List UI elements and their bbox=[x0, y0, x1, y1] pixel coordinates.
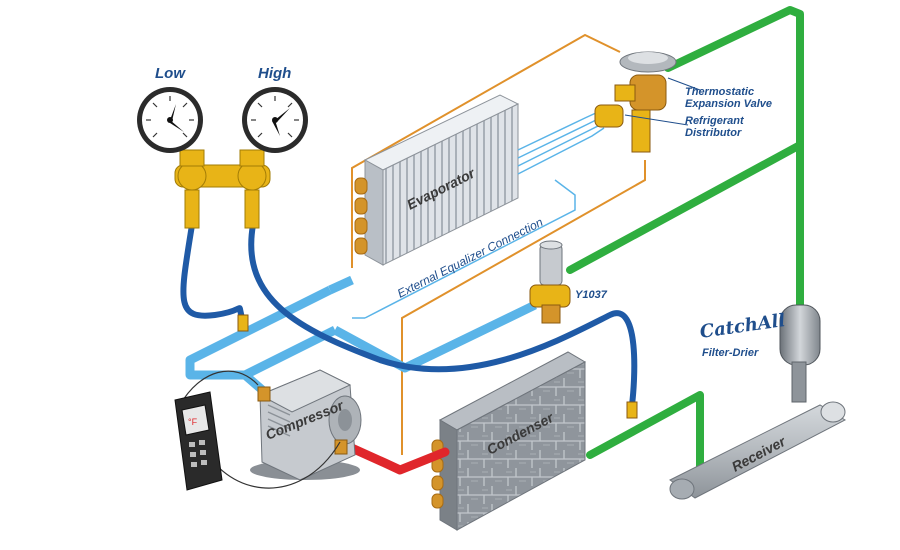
evaporator-side bbox=[364, 159, 384, 266]
liquid-line-main bbox=[664, 6, 804, 314]
filter-drier-label: Filter-Drier bbox=[702, 347, 759, 359]
low-hose-fitting bbox=[237, 314, 249, 332]
liquid-line bbox=[566, 6, 804, 479]
distributor-label-line2: Distributor bbox=[685, 127, 742, 139]
tev-label-line1: Thermostatic bbox=[685, 86, 754, 98]
high-gauge-label: High bbox=[258, 65, 291, 82]
gauge-manifold bbox=[174, 149, 271, 229]
liquid-line-branch bbox=[566, 141, 804, 274]
suction-line-left bbox=[185, 285, 338, 380]
filter-drier bbox=[779, 304, 821, 403]
low-gauge bbox=[137, 87, 203, 153]
liquid-line-condenser bbox=[586, 391, 704, 479]
low-side-hose bbox=[180, 222, 246, 323]
pressure-gauge-icon bbox=[137, 87, 308, 153]
distributor-label-line1: Refrigerant bbox=[685, 115, 745, 127]
equalizer-lines bbox=[351, 33, 646, 455]
low-gauge-label: Low bbox=[155, 65, 186, 82]
digital-thermometer-icon: °F bbox=[174, 391, 223, 491]
refrigerant-distributor bbox=[594, 104, 651, 153]
gauge-hoses bbox=[180, 222, 638, 408]
suction-line bbox=[185, 275, 537, 399]
solenoid-valve bbox=[529, 240, 571, 324]
high-hose-fitting bbox=[626, 401, 638, 419]
condenser-tube-bends bbox=[431, 439, 444, 509]
tev-label-line2: Expansion Valve bbox=[685, 98, 772, 110]
condenser-side bbox=[439, 419, 458, 531]
solenoid-label: Y1037 bbox=[575, 289, 608, 301]
high-gauge bbox=[242, 87, 308, 153]
catchall-logo: CatchAll bbox=[699, 310, 787, 343]
discharge-fitting bbox=[334, 439, 348, 455]
compressor: Compressor bbox=[250, 369, 362, 481]
equalizer-line-left bbox=[351, 33, 621, 268]
suction-fitting bbox=[257, 386, 271, 402]
evaporator: Evaporator bbox=[354, 94, 520, 266]
compressor-fins bbox=[267, 404, 291, 437]
condenser: Condenser bbox=[431, 351, 587, 531]
equalizer-line-right bbox=[401, 160, 646, 395]
thermometer-display: °F bbox=[188, 417, 198, 427]
external-equalizer-line bbox=[364, 179, 576, 319]
suction-line-evap bbox=[328, 275, 354, 295]
evaporator-tube-bends bbox=[354, 177, 368, 255]
discharge-line bbox=[340, 440, 450, 475]
expansion-valve-icon bbox=[594, 51, 677, 153]
high-side-hose bbox=[248, 222, 638, 408]
distributor-tubes bbox=[517, 111, 605, 175]
